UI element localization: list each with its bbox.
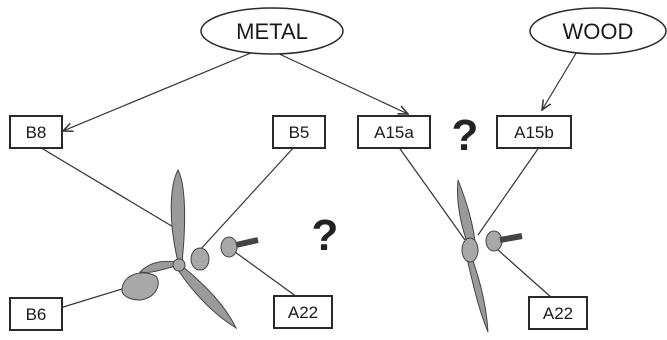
wood-label: WOOD bbox=[563, 19, 634, 44]
line-a22-left-to-part bbox=[234, 251, 298, 298]
arrow-wood-to-a15b bbox=[542, 49, 579, 110]
a15a-label: A15a bbox=[374, 123, 414, 142]
wood-ellipse: WOOD bbox=[529, 7, 667, 55]
metal-label: METAL bbox=[236, 19, 308, 44]
box-b6: B6 bbox=[9, 297, 63, 331]
arrow-metal-to-b8 bbox=[63, 49, 259, 131]
line-a22-right-to-part bbox=[497, 249, 553, 299]
box-b5: B5 bbox=[272, 115, 326, 149]
b5-label: B5 bbox=[289, 123, 310, 142]
box-b8: B8 bbox=[9, 115, 63, 149]
question-mark-top: ? bbox=[452, 111, 479, 160]
box-a15b: A15b bbox=[496, 115, 572, 149]
b8-label: B8 bbox=[26, 123, 47, 142]
question-mark-middle: ? bbox=[312, 211, 339, 260]
metal-ellipse: METAL bbox=[200, 7, 344, 55]
box-a15a: A15a bbox=[357, 115, 431, 149]
line-b5-to-propeller bbox=[199, 145, 296, 251]
wood-propeller-icon bbox=[457, 179, 523, 333]
a15b-label: A15b bbox=[514, 123, 554, 142]
box-a22-left: A22 bbox=[273, 295, 333, 329]
line-a15b-to-propeller bbox=[477, 145, 541, 236]
a22-right-label: A22 bbox=[543, 304, 573, 323]
a22-left-label: A22 bbox=[288, 303, 318, 322]
line-a15a-to-propeller bbox=[397, 145, 466, 241]
arrow-metal-to-a15a bbox=[274, 51, 408, 114]
b6-label: B6 bbox=[26, 305, 47, 324]
box-a22-right: A22 bbox=[528, 296, 588, 330]
metal-propeller-icon bbox=[121, 168, 259, 330]
line-b8-to-propeller bbox=[37, 145, 176, 229]
